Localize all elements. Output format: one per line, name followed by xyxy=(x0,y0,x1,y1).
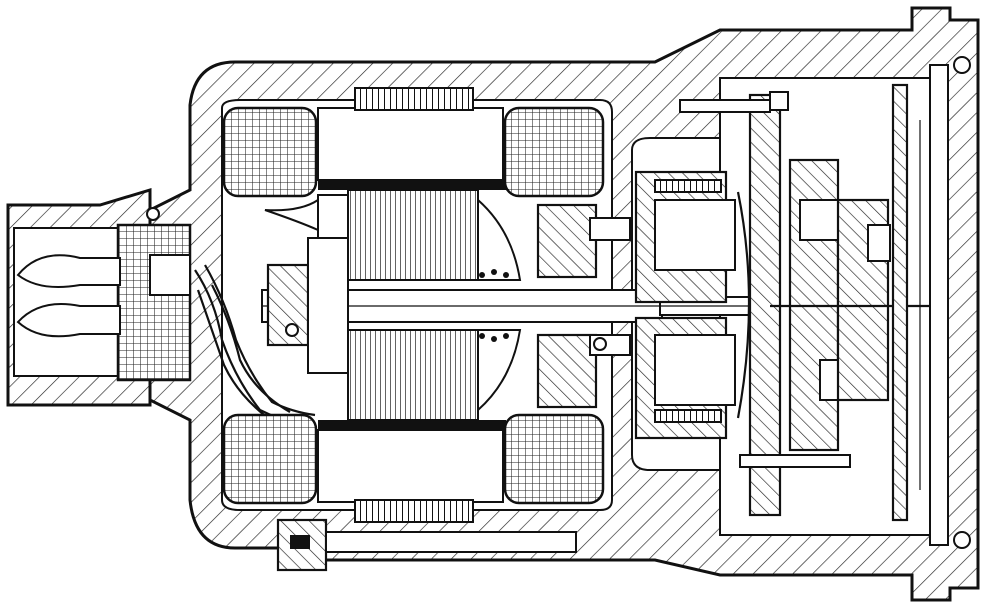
cover-glass xyxy=(929,64,949,546)
bottom-bolt xyxy=(276,518,577,572)
bearing-housing-lower xyxy=(536,333,598,409)
knurled-ring-bottom xyxy=(354,499,474,523)
winding-top-right xyxy=(503,106,605,198)
connector-pin-upper xyxy=(16,254,121,288)
ball-bearing-3 xyxy=(503,272,509,278)
flywheel-teeth-bottom xyxy=(654,409,722,423)
fan-blade-lower xyxy=(477,329,522,413)
bearing-screw-left xyxy=(285,323,299,337)
ball-bearing-6 xyxy=(503,333,509,339)
cover-seal-top xyxy=(953,56,971,74)
front-screw-top xyxy=(679,99,771,113)
knurled-ring-top xyxy=(354,87,474,111)
wire-3 xyxy=(211,284,291,413)
screw-head-connector xyxy=(146,207,160,221)
field-windings xyxy=(222,106,605,505)
ball-bearing-1 xyxy=(479,272,485,278)
pole-shoe-bottom xyxy=(317,429,504,503)
front-cover xyxy=(891,56,971,549)
winding-bottom-left xyxy=(222,413,318,505)
bolt-upper xyxy=(589,217,631,241)
right-bearing-assembly xyxy=(536,203,631,409)
pole-shoe-top xyxy=(317,107,504,181)
bolt-shank xyxy=(325,531,577,553)
connector-insert xyxy=(116,223,192,382)
ball-bearing-4 xyxy=(479,333,485,339)
terminal-block xyxy=(149,254,191,296)
connector-bore xyxy=(13,227,133,377)
front-disc-bearing xyxy=(867,224,891,262)
flywheel-hub-lower xyxy=(654,334,736,406)
stator-band-top xyxy=(318,180,506,190)
wire-4 xyxy=(196,289,269,419)
front-nut-top xyxy=(769,91,789,111)
bolt-socket xyxy=(290,535,310,549)
ball-bearing-5 xyxy=(491,336,497,342)
cover-plate xyxy=(891,83,909,522)
left-bearing-assembly xyxy=(266,237,349,374)
ball-bearing-2 xyxy=(491,269,497,275)
gear-train xyxy=(679,91,940,517)
front-screw-bottom xyxy=(739,454,851,468)
cover-seal-bottom xyxy=(953,531,971,549)
connector-assembly xyxy=(6,187,192,407)
fan-blade-upper xyxy=(477,197,522,281)
flywheel-hub-upper xyxy=(654,199,736,271)
bearing-housing-upper xyxy=(536,203,598,279)
stator-band-bottom xyxy=(318,420,506,430)
armature-stack-lower xyxy=(347,329,479,421)
deflector-top xyxy=(264,198,319,232)
brush-holder xyxy=(307,237,349,374)
wire-2 xyxy=(204,264,316,417)
armature-stack-upper xyxy=(347,189,479,281)
bearing-screw-right xyxy=(593,337,607,351)
winding-bottom-right xyxy=(503,413,605,505)
connector-pin-lower xyxy=(16,303,121,338)
winding-top-left xyxy=(222,106,318,198)
flywheel-teeth-top xyxy=(654,179,722,193)
